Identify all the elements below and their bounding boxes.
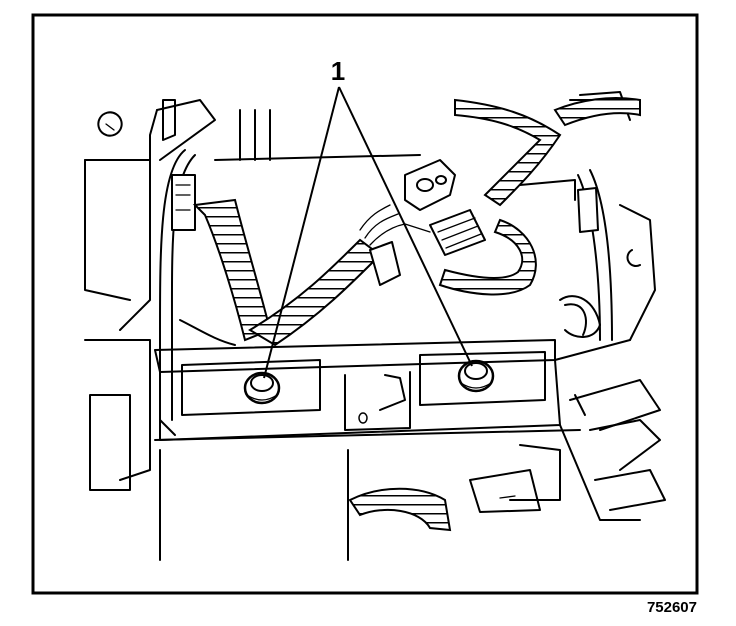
harness-loom-top-right — [454, 98, 562, 207]
harness-loom-main — [192, 198, 272, 342]
harness-loom-diagonal — [248, 238, 382, 347]
harness-loom-bottom — [348, 487, 452, 532]
harness-loom-right-curve — [438, 218, 537, 296]
callout-leaders — [263, 86, 473, 379]
figure-reference-number: 752607 — [647, 599, 697, 616]
diagram-frame — [31, 13, 699, 595]
callout-label: 1 — [331, 56, 345, 86]
illustration-body — [84, 91, 666, 561]
harness-loom-top-branch — [553, 97, 641, 127]
mounting-bolt-right — [457, 359, 495, 393]
mounting-bolt-left — [243, 371, 281, 405]
